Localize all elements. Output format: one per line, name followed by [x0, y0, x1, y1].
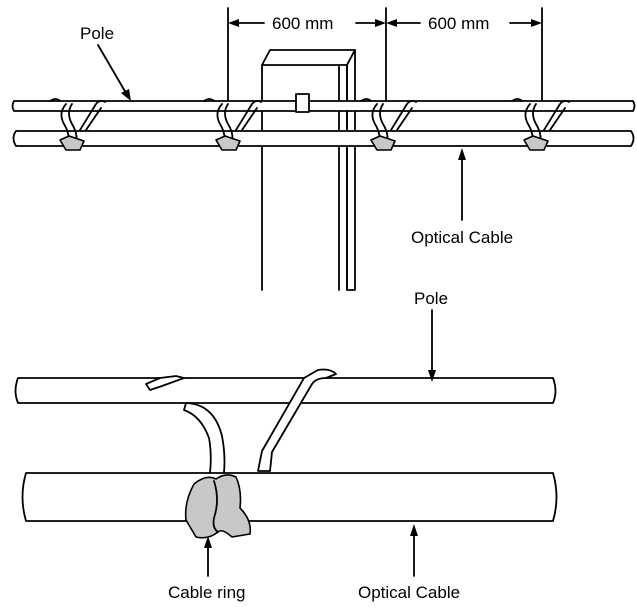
pole-leader-top — [97, 44, 131, 101]
dimension-label-right: 600 mm — [428, 14, 490, 33]
cable-ring-label: Cable ring — [168, 583, 246, 602]
optical-cable-label-bottom: Optical Cable — [358, 583, 461, 602]
post-clamp — [295, 93, 310, 113]
optical-cable-detail — [21, 472, 558, 522]
optical-cable-leader-bottom — [410, 524, 418, 577]
optical-cable-label-top: Optical Cable — [411, 228, 514, 247]
optical-cable-top — [12, 130, 635, 147]
wire-tab — [145, 375, 185, 391]
optical-cable-leader-top — [458, 148, 466, 221]
hanger-wire — [257, 368, 337, 472]
cable-ring-set-3 — [360, 98, 417, 151]
pole-wire-detail — [14, 377, 557, 404]
cable-ring-set-1 — [49, 98, 106, 151]
dimension-lines — [227, 7, 543, 105]
pole-label-top: Pole — [80, 24, 115, 43]
support-post — [261, 49, 356, 291]
top-view — [11, 7, 636, 291]
cable-ring-wrap — [184, 474, 252, 539]
pole-leader-bottom — [428, 309, 436, 382]
detail-view — [14, 309, 558, 577]
cable-ring-leader — [204, 536, 212, 577]
pole-wire-top — [11, 100, 636, 112]
cable-ring-set-2 — [203, 98, 262, 151]
dimension-label-left: 600 mm — [272, 14, 334, 33]
cable-ring-set-4 — [511, 98, 570, 151]
pole-label-bottom: Pole — [414, 289, 449, 308]
